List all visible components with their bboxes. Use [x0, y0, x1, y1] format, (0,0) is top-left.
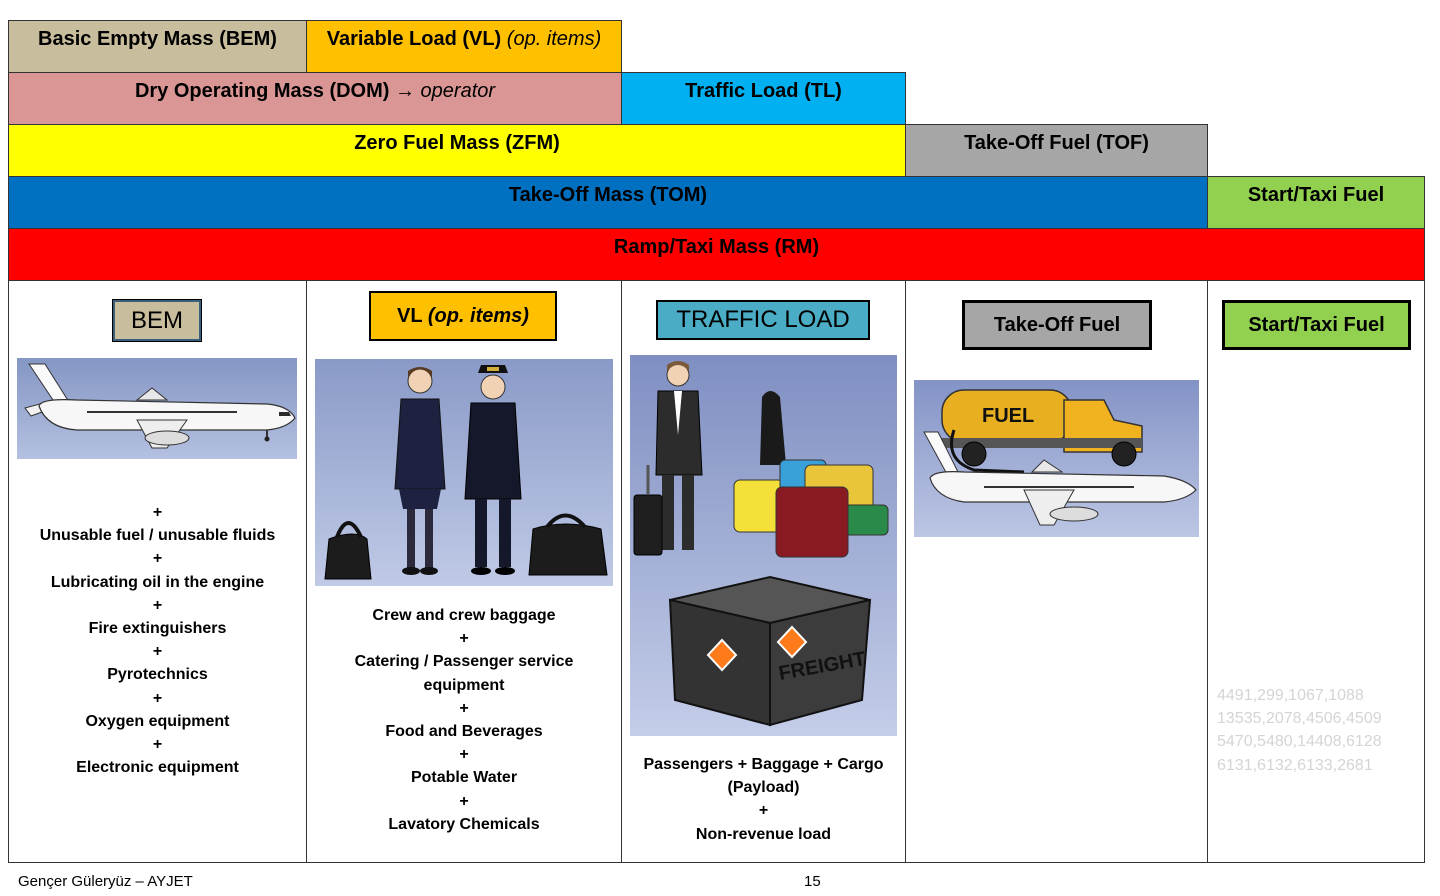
bem-bar-label: Basic Empty Mass (BEM) [38, 28, 277, 50]
faint-numbers: 4491,299,1067,1088 13535,2078,4506,4509 … [1217, 684, 1382, 777]
tom-bar: Take-Off Mass (TOM) [8, 176, 1208, 229]
list-item: + [152, 643, 163, 661]
list-item: Catering / Passenger service [354, 653, 574, 671]
list-item: + [152, 596, 163, 614]
vl-tag-label: VL [397, 305, 423, 327]
arrow-right-icon: → [394, 80, 415, 102]
list-item: Fire extinguishers [88, 620, 227, 638]
variable-load-label: Variable Load (VL) [326, 28, 502, 50]
vl-tag: VL (op. items) [369, 291, 557, 341]
variable-load-note: (op. items) [506, 28, 602, 50]
list-item: Electronic equipment [76, 759, 239, 777]
list-item: Pyrotechnics [107, 666, 208, 684]
bem-bar: Basic Empty Mass (BEM) [8, 20, 307, 73]
list-item: + [459, 746, 469, 764]
list-item: Unusable fuel / unusable fluids [39, 527, 276, 545]
list-item: + [152, 550, 163, 568]
list-item: Lavatory Chemicals [388, 815, 540, 833]
traffic-load-column [621, 280, 906, 863]
traffic-load-bar: Traffic Load (TL) [621, 72, 906, 125]
list-item: + [758, 802, 769, 820]
crew-image [315, 359, 613, 586]
tom-bar-label: Take-Off Mass (TOM) [508, 184, 708, 206]
dom-bar: Dry Operating Mass (DOM) → operator [8, 72, 622, 125]
list-item: + [152, 504, 163, 521]
start-taxi-fuel-column [1207, 280, 1425, 863]
variable-load-bar: Variable Load (VL) (op. items) [306, 20, 622, 73]
list-item: Potable Water [410, 769, 518, 787]
start-taxi-fuel-tag: Start/Taxi Fuel [1222, 300, 1411, 350]
zfm-bar: Zero Fuel Mass (ZFM) [8, 124, 906, 177]
list-item: Lubricating oil in the engine [50, 573, 265, 591]
bem-items-list: + Unusable fuel / unusable fluids + Lubr… [8, 501, 307, 779]
start-taxi-fuel-bar-label: Start/Taxi Fuel [1247, 184, 1385, 206]
traffic-load-tag: TRAFFIC LOAD [656, 300, 870, 340]
list-item: + [459, 630, 469, 648]
footer-author: Gençer Güleryüz – AYJET [18, 873, 193, 890]
tof-bar-label: Take-Off Fuel (TOF) [964, 132, 1149, 154]
faint-number-line: 4491,299,1067,1088 [1217, 687, 1364, 704]
bem-tag: BEM [112, 299, 202, 342]
list-item: equipment [423, 676, 505, 694]
ramp-mass-bar: Ramp/Taxi Mass (RM) [8, 228, 1425, 281]
faint-number-line: 13535,2078,4506,4509 [1217, 710, 1382, 728]
list-item: + [152, 736, 163, 754]
take-off-fuel-tag: Take-Off Fuel [962, 300, 1152, 350]
traffic-load-items-list: Passengers + Baggage + Cargo (Payload) +… [621, 753, 906, 846]
ramp-mass-bar-label: Ramp/Taxi Mass (RM) [613, 236, 820, 258]
list-item: Food and Beverages [385, 723, 543, 741]
bem-tag-label: BEM [130, 307, 183, 334]
zfm-bar-label: Zero Fuel Mass (ZFM) [354, 132, 560, 154]
list-item: Non-revenue load [695, 825, 832, 843]
take-off-fuel-tag-label: Take-Off Fuel [993, 314, 1121, 336]
list-item: (Payload) [727, 779, 800, 797]
list-item: + [459, 792, 469, 810]
vl-tag-note: (op. items) [427, 305, 529, 327]
traffic-load-label: Traffic Load (TL) [685, 80, 842, 102]
list-item: + [152, 689, 163, 707]
list-item: Passengers + Baggage + Cargo [643, 756, 884, 773]
fuel-truck-image: FUEL [914, 380, 1199, 537]
page-number: 15 [804, 873, 821, 890]
list-item: + [459, 699, 469, 717]
aircraft-image [17, 358, 297, 459]
start-taxi-fuel-bar: Start/Taxi Fuel [1207, 176, 1425, 229]
bem-column [8, 280, 307, 863]
dom-bar-label: Dry Operating Mass (DOM) [134, 80, 390, 102]
tof-bar: Take-Off Fuel (TOF) [905, 124, 1208, 177]
faint-number-line: 6131,6132,6133,2681 [1217, 756, 1373, 774]
tof-column [905, 280, 1208, 863]
traffic-load-tag-label: TRAFFIC LOAD [676, 306, 850, 333]
vl-items-list: Crew and crew baggage + Catering / Passe… [306, 604, 622, 836]
list-item: Oxygen equipment [85, 712, 230, 730]
dom-bar-note: operator [420, 80, 496, 102]
fuel-truck-label: FUEL [982, 405, 1034, 427]
vl-column [306, 280, 622, 863]
passenger-cargo-image: FREIGHT [630, 355, 897, 736]
list-item: Crew and crew baggage [372, 607, 556, 624]
faint-number-line: 5470,5480,14408,6128 [1217, 733, 1382, 751]
start-taxi-fuel-tag-label: Start/Taxi Fuel [1248, 314, 1385, 336]
